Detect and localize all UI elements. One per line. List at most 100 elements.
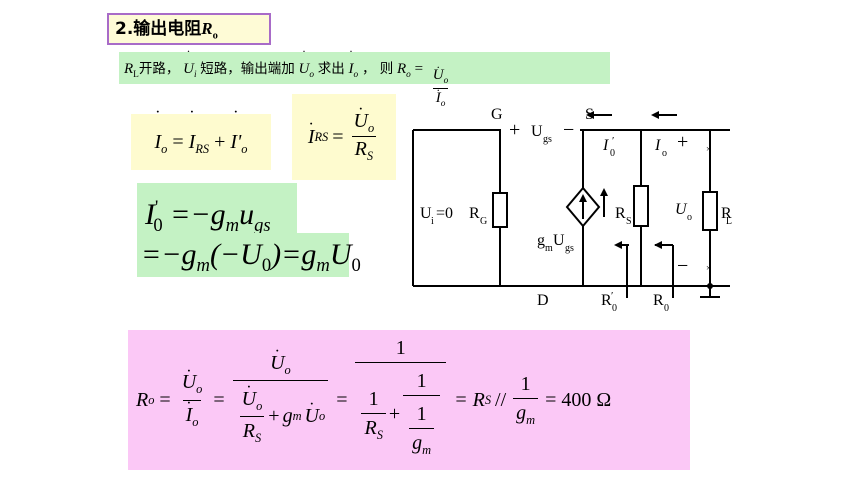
rl-resistor (702, 191, 718, 231)
expand-sub3: m (316, 255, 330, 276)
label-r0-sub: 0 (664, 303, 669, 314)
rf3a-den-sub: S (376, 427, 383, 442)
label-minus2: − (677, 255, 688, 277)
rf2-gm-sub: m (292, 408, 302, 423)
r0p-arrowhead (614, 241, 622, 249)
frac-num-sub: o (443, 76, 449, 86)
label-rs: R (615, 205, 626, 222)
rs-arrowhead (654, 241, 662, 249)
label-ugs: U (531, 123, 543, 140)
res-eq2: = (213, 388, 225, 411)
dep-arrowhead (579, 194, 587, 202)
rf3bi-gm: g (412, 431, 423, 454)
io-lhs-sub: o (161, 142, 168, 156)
label-rg-sub: G (480, 216, 487, 227)
expand-sub1: m (196, 255, 210, 276)
expand-sub2: 0 (261, 255, 272, 276)
label-r0p-sub: 0 (612, 303, 617, 314)
ig-arrowhead (600, 188, 608, 196)
res-par-sub: S (484, 392, 492, 407)
label-d: D (537, 292, 549, 309)
short-text: 短路，输出端加 (200, 61, 295, 77)
section-title: 2.输出电阻Ro (107, 13, 271, 45)
label-gmugs-u: U (553, 232, 565, 249)
rf4-gm-sub: m (526, 412, 536, 427)
label-io-sub: o (662, 148, 667, 159)
label-gmugs-g: g (537, 232, 545, 249)
i0-lhs: I (145, 198, 155, 231)
rf1-den-sub: o (192, 414, 199, 429)
res-par: = R (454, 388, 485, 411)
expand-sub4: 0 (351, 255, 361, 276)
rf2i-num-sub: o (256, 398, 263, 413)
label-io: I (654, 137, 661, 154)
irs-den-sub: S (366, 149, 374, 163)
io-equation: Io = IRS + I'o (131, 114, 271, 170)
uo-symbol: U (299, 52, 310, 86)
title-symbol: R (201, 19, 213, 38)
label-plus1: + (509, 119, 520, 141)
rf3bi-gm-sub: m (422, 442, 432, 457)
label-ui0: U (420, 205, 432, 222)
title-symbol-sub: o (212, 30, 218, 42)
io-plus: + (214, 131, 226, 153)
expand-text4: U (329, 238, 352, 271)
rf2-u-sub: o (318, 408, 326, 423)
res-lhs-sub: o (148, 392, 155, 407)
s-arrowhead (586, 111, 594, 119)
io-sub: o (353, 70, 359, 80)
rf2-num: U (270, 352, 284, 374)
find-text: 求出 (317, 61, 345, 77)
irs-num: U (354, 110, 368, 132)
io-symbol: I (349, 52, 354, 86)
label-rl: R (721, 205, 732, 222)
frac-den-sub: o (440, 98, 446, 109)
rf3-plus: + (388, 403, 401, 426)
label-i0p-sub: 0 (610, 148, 615, 159)
rf2i-den: R (242, 420, 255, 442)
equals: = (414, 61, 424, 77)
label-rg: R (469, 205, 480, 222)
rl-symbol: R (124, 61, 134, 77)
r0p-arrow (616, 244, 629, 298)
io-rhs2-sub: o (241, 142, 248, 156)
rf2-u: U (305, 406, 319, 427)
res-frac1: Uo Io (179, 368, 206, 431)
frac-den-i: I (436, 90, 441, 107)
i0-lhs-sup: ' (155, 197, 159, 218)
result-equation: Ro = Uo Io = Uo Uo RS + gm Uo = 1 1 RS +… (128, 330, 690, 470)
x-mark-top: × (706, 144, 711, 154)
rf2i-den-sub: S (254, 431, 262, 445)
node-dot (707, 283, 713, 289)
label-rs-sub: S (626, 216, 632, 227)
res-eq1: = (159, 388, 171, 411)
label-gmugs-sub: m (545, 243, 553, 254)
rf3-num: 1 (395, 336, 406, 359)
rf3a-den: R (364, 416, 377, 439)
condition-statement: RL开路， Ui 短路，输出端加 Uo 求出 Io ， 则 Ro = Uo Io (119, 52, 610, 110)
ro-sub: o (406, 70, 411, 80)
label-uo-sub: o (687, 212, 692, 223)
rs-resistor (633, 185, 649, 227)
rf1-num: U (182, 372, 196, 393)
ro-fraction: Uo Io (430, 67, 452, 110)
i0-lhs-sub: 0 (153, 215, 163, 236)
label-ui0-val: =0 (436, 205, 453, 222)
label-plus2: + (677, 131, 688, 153)
i0-u: u (239, 198, 255, 231)
res-frac4: 1 gm (513, 370, 539, 430)
label-minus1: − (563, 119, 574, 141)
expand-text1: =−g (141, 238, 197, 271)
io-rhs2: I' (230, 114, 241, 170)
i0-u-sub: gs (254, 215, 271, 236)
rf2i-num: U (242, 388, 256, 410)
i0-rhs: =−g (170, 198, 226, 231)
ro-symbol: R (397, 61, 407, 77)
rg-resistor (492, 192, 508, 228)
rf3b-inner: 1 gm (409, 400, 435, 460)
irs-den: R (354, 138, 367, 160)
rf2-inner-frac: Uo RS (239, 385, 266, 448)
label-uo: U (675, 201, 688, 218)
label-i0p-sup: ′ (612, 135, 614, 147)
i-arrowhead (651, 111, 659, 119)
